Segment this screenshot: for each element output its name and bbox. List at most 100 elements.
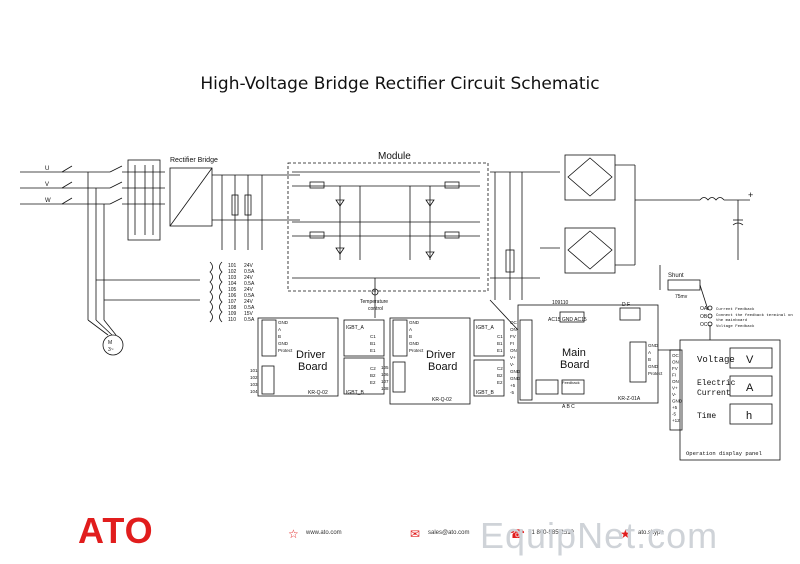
driver2-pin: Protect	[409, 348, 424, 353]
main-left-pin: FV	[510, 334, 516, 339]
main-right-pin: GND	[648, 364, 659, 369]
shunt-rating: 75mv	[675, 294, 688, 300]
igbt2-pin: B1	[497, 341, 503, 346]
board-105-pin: 105	[381, 365, 389, 370]
feedback-note2: Connect the feedback terminal on	[716, 313, 793, 318]
driver1-pin: Protect	[278, 348, 293, 353]
tap-rating: 24V	[244, 287, 254, 293]
unit-v: V	[746, 354, 754, 366]
driver-board-1-title2: Board	[298, 361, 327, 373]
kr-q-02-label-1: KR-Q-02	[308, 390, 328, 396]
web-icon: ☆	[288, 527, 299, 541]
main-board-title2: Board	[560, 359, 589, 371]
unit-a: A	[746, 382, 754, 394]
driver1-pin: B	[278, 334, 281, 339]
tap-rating: 0.5A	[244, 293, 255, 299]
tap-pin: 101	[228, 263, 237, 269]
circuit-schematic: U V W Rectifier Bridge M 3~ Temperature …	[20, 151, 793, 461]
main-left-pin: V-	[510, 362, 515, 367]
current-label: Current	[697, 389, 731, 398]
temperature-label2: control	[368, 306, 383, 312]
tap-pin: 104	[228, 281, 237, 287]
board-101-pin: 104	[250, 389, 258, 394]
kr-z-01a-label: KR-Z-01A	[618, 396, 641, 402]
footer-web[interactable]: ☆ www.ato.com	[288, 527, 342, 541]
phase-u-label: U	[45, 166, 49, 172]
transformer-taps: 101 24V 102 0.5A 103 24V 104 0.5A 105 24V 106 0.5A 1…	[228, 263, 255, 323]
panel-pin: ON	[672, 360, 679, 365]
main-left-pin: ON	[510, 327, 517, 332]
tap-rating: 24V	[244, 263, 254, 269]
board-101-pin: 102	[250, 375, 258, 380]
feedback-note1: Current Feedback	[716, 307, 755, 312]
driver2-pin: GND	[409, 320, 420, 325]
phone-icon: ☎	[510, 527, 525, 541]
igbt2b-pin: B2	[497, 373, 503, 378]
panel-pin: FI	[672, 373, 676, 378]
phase-w-label: W	[45, 198, 51, 204]
unit-h: h	[746, 410, 752, 422]
tap-pin: 110	[228, 317, 236, 323]
ac-label: AC15 GND AC15	[548, 317, 587, 323]
driver2-pin: B	[409, 334, 412, 339]
board-105-pin: 107	[381, 379, 389, 384]
panel-pin: V-	[672, 392, 677, 397]
board-105-pin: 108	[381, 386, 389, 391]
ato-logo: ATO	[78, 510, 154, 551]
main-left-pin: FI	[510, 341, 514, 346]
panel-title: Operation display panel	[686, 450, 762, 457]
driver2-pin: A	[409, 327, 412, 332]
temperature-label: Temperature	[360, 299, 388, 305]
main-left-pin: ON	[510, 348, 517, 353]
abc-label: A B C	[562, 404, 575, 410]
igbt2-pin: E1	[497, 348, 503, 353]
igbt1b-pin: E2	[370, 380, 376, 385]
panel-pin: FV	[672, 366, 678, 371]
panel-pin: OC	[672, 353, 680, 358]
tap-rating: 0.5A	[244, 281, 255, 287]
footer-mail[interactable]: ✉ sales@ato.com	[410, 527, 470, 541]
feedback-note3: the mainboard	[716, 318, 748, 323]
tap-rating: 24V	[244, 299, 254, 305]
main-left-pin: OC	[510, 320, 518, 325]
board-105-pin: 106	[381, 372, 389, 377]
tap-pin: 107	[228, 299, 237, 305]
tap-pin: 106	[228, 293, 237, 299]
time-label: Time	[697, 412, 716, 421]
motor-phase-label: 3~	[108, 347, 114, 353]
oa-label: OA	[700, 306, 708, 312]
igbt-a-label-2: IGBT_A	[476, 325, 494, 331]
watermark: EquipNet.com	[480, 515, 719, 556]
igbt2b-pin: E2	[497, 380, 503, 385]
feedback-note4: Voltage Feedback	[716, 324, 755, 329]
main-right-pin: B	[648, 357, 651, 362]
panel-pin: ON	[672, 379, 679, 384]
main-left-pin: GND	[510, 369, 521, 374]
tap-pin: 105	[228, 287, 237, 293]
igbt1-pin: B1	[370, 341, 376, 346]
tap-pin: 102	[228, 269, 237, 275]
diagram-title: High-Voltage Bridge Rectifier Circuit Sc…	[200, 74, 600, 94]
voltage-label: Voltage	[697, 355, 735, 365]
tap-rating: 0.5A	[244, 305, 255, 311]
kr-q-02-label-2: KR-Q-02	[432, 397, 452, 403]
ac-top-label: 109110	[552, 300, 569, 306]
oc-label: OC	[700, 322, 708, 328]
driver1-pin: A	[278, 327, 281, 332]
tap-rating: 0.5A	[244, 317, 255, 323]
igbt1-pin: C1	[370, 334, 376, 339]
driver1-pin: GND	[278, 341, 289, 346]
shunt-label: Shunt	[668, 273, 684, 279]
main-left-pin: V+	[510, 355, 516, 360]
tap-pin: 103	[228, 275, 237, 281]
igbt1-pin: E1	[370, 348, 376, 353]
tap-rating: 0.5A	[244, 269, 255, 275]
main-left-pin: +5	[510, 383, 516, 388]
main-right-pin: Protect	[648, 371, 663, 376]
footer-skype[interactable]: ★ ato.skype	[620, 527, 664, 541]
driver-board-2-title2: Board	[428, 361, 457, 373]
df-label: D F	[622, 302, 630, 308]
footer-phone[interactable]: ☎ +1 800-585-1519	[510, 527, 574, 541]
panel-pin: +12	[672, 418, 680, 423]
panel-pin: V+	[672, 386, 678, 391]
